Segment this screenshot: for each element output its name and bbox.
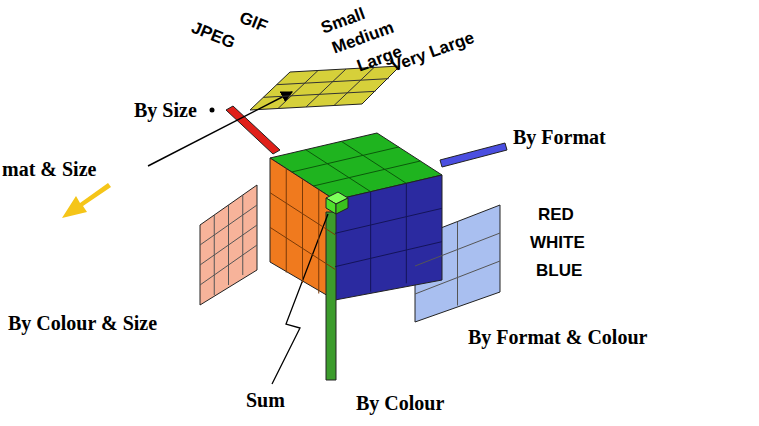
- grid-line: [270, 193, 335, 235]
- grid-line: [406, 183, 407, 283]
- axis-value: Very Large: [389, 29, 477, 76]
- grid-line: [292, 147, 399, 172]
- dimension-label: RED: [538, 206, 574, 225]
- dimension-label: By Format: [513, 126, 606, 148]
- colour-size-plane: [200, 185, 257, 305]
- cube-right: [335, 175, 442, 300]
- grid-line: [415, 261, 500, 294]
- grid-line: [200, 225, 257, 265]
- grid-line: [200, 245, 257, 285]
- size-bar: [226, 106, 280, 154]
- grid-line: [278, 71, 318, 109]
- grid-line: [302, 179, 303, 283]
- grid-line: [270, 227, 335, 269]
- dimension-label: BLUE: [536, 262, 582, 281]
- format-size-plane: [250, 66, 400, 110]
- dimension-label: By Format & Colour: [468, 326, 647, 348]
- grid-line: [457, 222, 458, 306]
- grid-line: [318, 190, 319, 294]
- grid-line: [306, 69, 346, 107]
- dimension-label: By Colour: [356, 392, 444, 414]
- grid-line: [415, 233, 500, 266]
- sum-cube: [336, 198, 348, 214]
- grid-line: [335, 208, 442, 233]
- grid-line: [313, 161, 420, 186]
- dimension-label: mat & Size: [2, 158, 96, 180]
- dimension-label: WHITE: [530, 234, 585, 253]
- grid-line: [200, 205, 257, 245]
- dimension-label: By Colour & Size: [8, 312, 157, 334]
- grid-line: [286, 169, 287, 273]
- format-bar: [440, 143, 507, 167]
- grid-line: [335, 242, 442, 267]
- axis-value: JPEG: [188, 19, 237, 53]
- axis-value: GIF: [236, 9, 269, 37]
- colour-bar: [326, 212, 336, 380]
- grid-line: [370, 192, 371, 292]
- dimension-label: Sum: [246, 389, 285, 411]
- sum-cube: [326, 198, 336, 214]
- gold-arrow: [62, 183, 111, 218]
- sum-leader: [272, 214, 328, 384]
- dimension-label: By Size: [134, 99, 197, 121]
- leader-dot: [210, 108, 215, 113]
- cube-left: [270, 158, 335, 300]
